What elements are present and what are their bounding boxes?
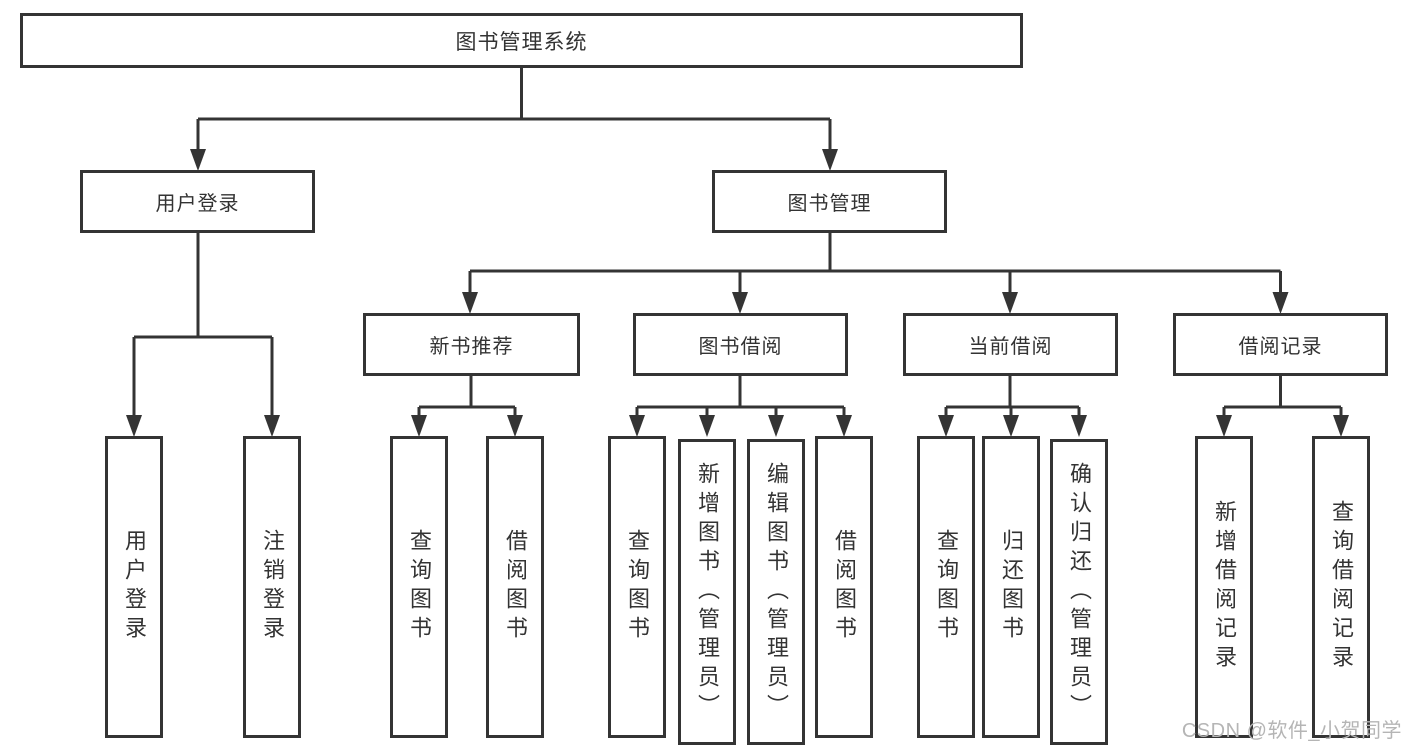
arrow-down-icon bbox=[1272, 292, 1289, 314]
arrow-down-icon bbox=[836, 415, 852, 437]
arrow-down-icon bbox=[1002, 292, 1018, 314]
connector-borrow-records-to-leaves bbox=[1216, 376, 1349, 437]
leaf-label: 注销登录 bbox=[260, 529, 285, 645]
leaf-edit-books-admin: 编辑图书（管理员） bbox=[747, 439, 805, 745]
arrow-down-icon bbox=[629, 415, 645, 437]
arrow-down-icon bbox=[411, 415, 427, 437]
leaf-label: 查询图书 bbox=[407, 529, 432, 645]
arrow-down-icon bbox=[126, 415, 142, 437]
arrow-down-icon bbox=[768, 415, 784, 437]
node-user-login: 用户登录 bbox=[80, 170, 315, 233]
node-book-management: 图书管理 bbox=[712, 170, 947, 233]
csdn-watermark: CSDN @软件_小贺同学 bbox=[1181, 720, 1402, 742]
arrow-down-icon bbox=[507, 415, 523, 437]
leaf-borrow-books: 借阅图书 bbox=[815, 436, 873, 738]
node-root-library-system: 图书管理系统 bbox=[20, 13, 1023, 68]
leaf-label: 查询借阅记录 bbox=[1329, 500, 1354, 674]
node-new-book-recommend: 新书推荐 bbox=[363, 313, 580, 376]
leaf-label: 借阅图书 bbox=[832, 529, 857, 645]
connector-new-books-to-leaves bbox=[411, 376, 523, 437]
node-book-borrow: 图书借阅 bbox=[633, 313, 848, 376]
leaf-query-borrow-record: 查询借阅记录 bbox=[1312, 436, 1370, 738]
arrow-down-icon bbox=[264, 415, 280, 437]
leaf-label: 归还图书 bbox=[999, 529, 1024, 645]
node-label: 图书借阅 bbox=[698, 336, 783, 358]
connector-current-borrow-to-leaves bbox=[938, 376, 1087, 437]
leaf-label: 查询图书 bbox=[625, 529, 650, 645]
leaf-confirm-return-admin: 确认归还（管理员） bbox=[1050, 439, 1108, 745]
arrow-down-icon bbox=[190, 149, 206, 171]
leaf-add-books-admin: 新增图书（管理员） bbox=[678, 439, 736, 745]
node-label: 用户登录 bbox=[155, 193, 240, 215]
leaf-label: 新增图书（管理员） bbox=[695, 461, 720, 723]
leaf-label: 用户登录 bbox=[122, 529, 147, 645]
leaf-label: 新增借阅记录 bbox=[1212, 500, 1237, 674]
arrow-down-icon bbox=[1003, 415, 1019, 437]
node-label: 新书推荐 bbox=[429, 336, 514, 358]
arrow-down-icon bbox=[1333, 415, 1349, 437]
leaf-return-books: 归还图书 bbox=[982, 436, 1040, 738]
node-label: 图书管理 bbox=[787, 193, 872, 215]
leaf-label: 借阅图书 bbox=[503, 529, 528, 645]
leaf-logout: 注销登录 bbox=[243, 436, 301, 738]
leaf-add-borrow-record: 新增借阅记录 bbox=[1195, 436, 1253, 738]
leaf-label: 编辑图书（管理员） bbox=[764, 461, 789, 723]
leaf-query-books-recommend: 查询图书 bbox=[390, 436, 448, 738]
arrow-down-icon bbox=[732, 292, 748, 314]
node-current-borrow: 当前借阅 bbox=[903, 313, 1118, 376]
connector-book-borrow-to-leaves bbox=[629, 376, 852, 437]
arrow-down-icon bbox=[1216, 415, 1232, 437]
arrow-down-icon bbox=[938, 415, 954, 437]
arrow-down-icon bbox=[699, 415, 715, 437]
node-borrow-records: 借阅记录 bbox=[1173, 313, 1388, 376]
leaf-query-books-borrow: 查询图书 bbox=[608, 436, 666, 738]
leaf-user-login: 用户登录 bbox=[105, 436, 163, 738]
leaf-label: 查询图书 bbox=[934, 529, 959, 645]
arrow-down-icon bbox=[822, 149, 838, 171]
leaf-label: 确认归还（管理员） bbox=[1067, 461, 1092, 723]
arrow-down-icon bbox=[462, 292, 478, 314]
node-label: 图书管理系统 bbox=[455, 30, 588, 54]
leaf-borrow-books-recommend: 借阅图书 bbox=[486, 436, 544, 738]
node-label: 借阅记录 bbox=[1238, 336, 1323, 358]
connector-root-to-branches bbox=[190, 68, 838, 171]
arrow-down-icon bbox=[1071, 415, 1087, 437]
leaf-query-books-current: 查询图书 bbox=[917, 436, 975, 738]
connector-book-mgmt-to-modules bbox=[462, 233, 1289, 314]
node-label: 当前借阅 bbox=[968, 336, 1053, 358]
connector-user-login-to-leaves bbox=[126, 233, 280, 437]
